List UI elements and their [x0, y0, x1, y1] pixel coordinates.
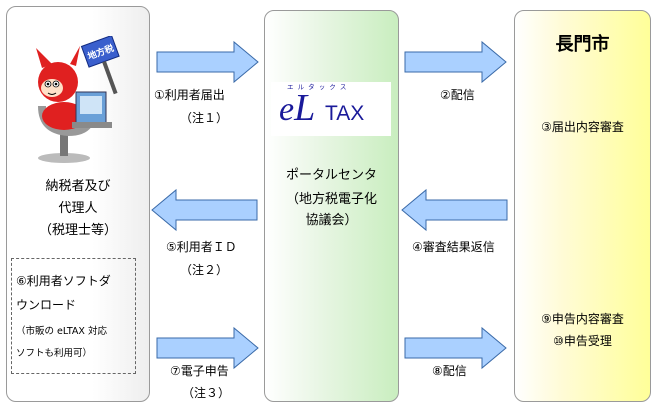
eltax-L: L: [294, 87, 316, 129]
flow-arrow-7: [156, 326, 259, 370]
accept-return-step: ⑩申告受理: [553, 334, 612, 348]
portal-center-label-line: ポータルセンタ: [285, 168, 377, 183]
software-title-line: ウンロード: [16, 298, 77, 312]
taxpayer-label: 納税者及び 代理人 （税理士等）: [10, 176, 146, 242]
review-return-step: ⑨申告内容審査: [541, 312, 624, 326]
eltax-logo: エ ル タ ッ ク ス eL TAX: [271, 82, 391, 136]
portal-center-box: [264, 10, 399, 402]
taxpayer-label-line: 代理人: [58, 201, 98, 216]
flow-label-2: ②配信: [440, 88, 475, 102]
flow-arrow-8: [404, 326, 507, 370]
taxpayer-label-line: 納税者及び: [45, 179, 111, 194]
portal-center-label-line: 協議会）: [305, 213, 358, 228]
flow-note-5: （注２）: [180, 263, 229, 277]
flow-label-8: ⑧配信: [432, 364, 467, 378]
review-notification-step: ③届出内容審査: [541, 120, 624, 134]
taxpayer-figure: 地方税: [36, 36, 120, 163]
taxpayer-box: [6, 6, 150, 402]
software-download-box: ⑥利用者ソフトダ ウンロード （市販の eLTAX 対応 ソフトも利用可）: [11, 258, 136, 374]
flow-label-7: ⑦電子申告: [170, 364, 229, 378]
flow-arrow-5: [151, 188, 258, 232]
nagato-city-box: [514, 10, 651, 402]
flow-arrow-2: [404, 40, 507, 84]
software-note-line: ソフトも利用可）: [16, 348, 93, 359]
software-note-line: （市販の eLTAX 対応: [16, 326, 107, 337]
flow-label-5: ⑤利用者ＩＤ: [166, 240, 237, 254]
portal-center-label-line: （地方税電子化: [285, 192, 377, 207]
software-title-line: ⑥利用者ソフトダ: [16, 274, 111, 288]
eltax-e: e: [279, 91, 295, 128]
flow-note-7: （注３）: [182, 386, 231, 400]
flow-label-4: ④審査結果返信: [412, 240, 495, 254]
eltax-ruby: エ ル タ ッ ク ス: [287, 83, 348, 91]
flow-arrow-1: [156, 40, 259, 84]
taxpayer-label-line: （税理士等）: [38, 223, 117, 238]
city-title: 長門市: [555, 34, 610, 55]
flow-arrow-4: [401, 188, 508, 232]
flow-note-1: （注１）: [180, 111, 229, 125]
portal-center-label: ポータルセンタ （地方税電子化 協議会）: [266, 164, 397, 230]
eltax-tax: TAX: [325, 102, 365, 125]
flow-label-1: ①利用者届出: [154, 88, 225, 102]
